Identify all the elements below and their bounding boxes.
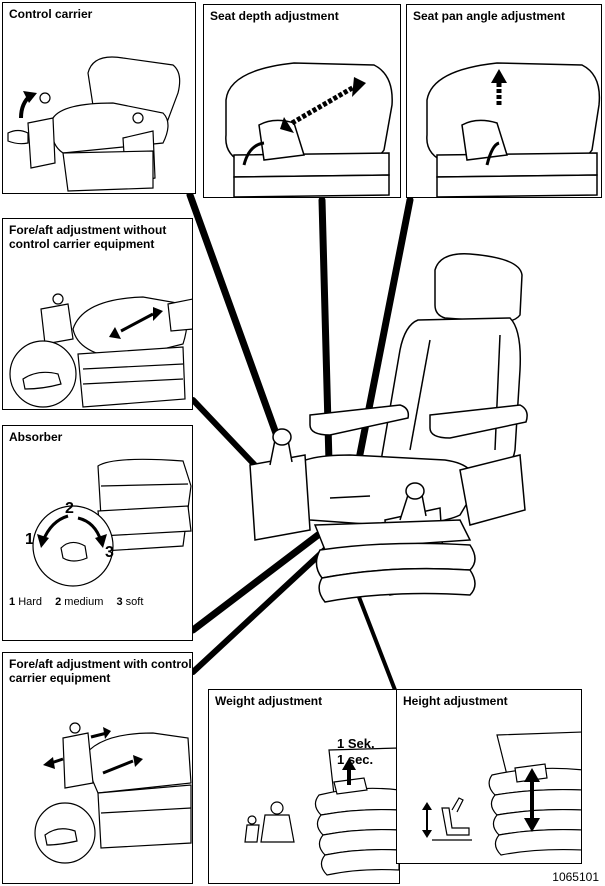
panel-seat-pan-angle: Seat pan angle adjustment [406, 4, 602, 198]
panel-absorber: Absorber 1 2 3 1 Hard 2 medium 3 soft [2, 425, 193, 641]
duration-line-1: 1 Sek. [337, 736, 375, 751]
panel-seat-depth: Seat depth adjustment [203, 4, 401, 198]
fore-aft-with-illustration [34, 722, 192, 864]
legend-label-soft: soft [125, 596, 144, 608]
absorber-legend: 1 Hard 2 medium 3 soft [9, 596, 143, 608]
fore-aft-without-illustration [9, 293, 192, 408]
panel-title: Fore/aft adjustment with control carrier… [9, 657, 192, 685]
panel-title: Weight adjustment [215, 694, 323, 708]
panel-title: Control carrier [9, 7, 93, 21]
panel-title: Height adjustment [403, 694, 508, 708]
legend-num-2: 2 [55, 596, 62, 608]
absorber-illustration [32, 458, 192, 587]
control-carrier-illustration [7, 56, 181, 192]
height-illustration [422, 731, 581, 856]
panel-title: Seat pan angle adjustment [413, 9, 566, 23]
seat-depth-illustration [225, 62, 393, 197]
panel-title: Seat depth adjustment [210, 9, 339, 23]
panel-weight: Weight adjustment 1 Sek. 1 sec. [208, 689, 400, 884]
main-seat-illustration [249, 253, 528, 603]
panel-fore-aft-with: Fore/aft adjustment with control carrier… [2, 652, 193, 884]
seat-pan-angle-illustration [426, 62, 601, 197]
panel-fore-aft-without: Fore/aft adjustment without control carr… [2, 218, 193, 410]
figure-number: 1065101 [552, 870, 599, 884]
legend-label-medium: medium [64, 596, 104, 608]
weight-illustration [244, 747, 399, 876]
legend-label-hard: Hard [18, 596, 43, 608]
panel-title: Absorber [9, 430, 63, 444]
panel-title: Fore/aft adjustment without control carr… [9, 223, 167, 251]
knob-label-1: 1 [25, 531, 34, 548]
knob-label-2: 2 [65, 500, 74, 517]
duration-line-2: 1 sec. [337, 752, 374, 767]
legend-num-1: 1 [9, 596, 16, 608]
knob-label-3: 3 [105, 544, 114, 561]
panel-height: Height adjustment [396, 689, 582, 864]
legend-num-3: 3 [116, 596, 123, 608]
panel-control-carrier: Control carrier [2, 2, 196, 194]
duration-label: 1 Sek. 1 sec. [337, 736, 375, 768]
